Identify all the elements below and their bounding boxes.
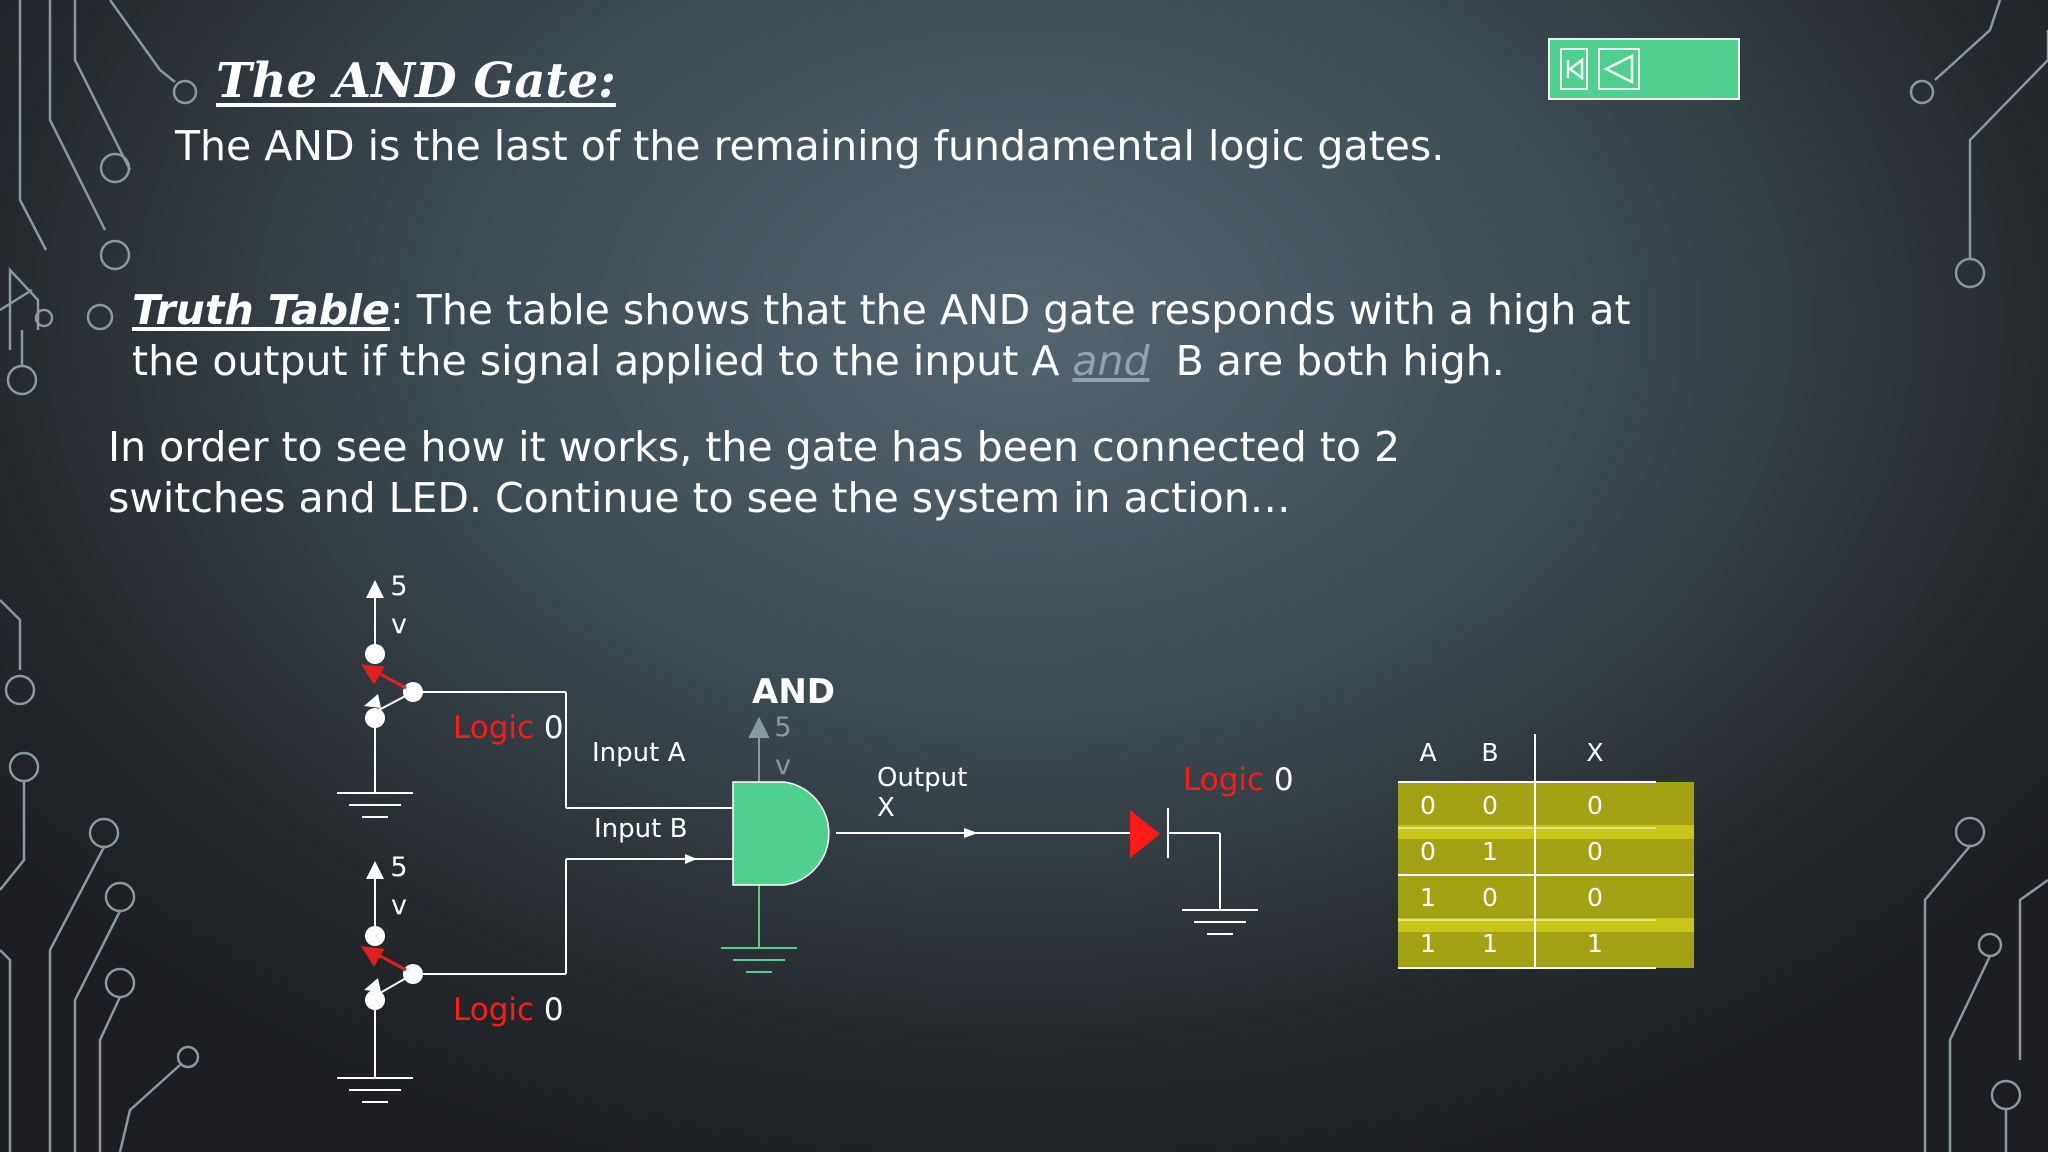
logic-a-label: Logic 0 bbox=[453, 710, 564, 746]
and-gate-label: AND bbox=[752, 672, 835, 712]
logic-a-prefix: Logic bbox=[453, 710, 544, 746]
truth-header-a: A bbox=[1419, 738, 1437, 767]
truth-table: A B X 0 0 0 0 1 0 1 0 0 1 1 1 bbox=[1398, 730, 1694, 970]
output-arrow bbox=[964, 828, 978, 838]
logic-b-value: 0 bbox=[543, 992, 564, 1028]
truth-table-paragraph-line-1: Truth Table: The table shows that the AN… bbox=[132, 285, 1631, 336]
truth-cell: 0 bbox=[1587, 883, 1603, 912]
previous-slide-icon bbox=[1603, 53, 1634, 85]
supply-b-value: 5 bbox=[390, 852, 408, 883]
logic-output-label: Logic 0 bbox=[1183, 762, 1294, 798]
truth-cell: 1 bbox=[1587, 929, 1603, 958]
truth-header-x: X bbox=[1586, 738, 1604, 767]
order-text-line-2: switches and LED. Continue to see the sy… bbox=[108, 474, 1291, 522]
order-text-line-1: In order to see how it works, the gate h… bbox=[108, 423, 1401, 471]
truth-text-line-2b: B are both high. bbox=[1175, 337, 1505, 385]
input-b-label: Input B bbox=[594, 814, 688, 844]
gate-supply-value: 5 bbox=[774, 712, 792, 743]
gate-supply-arrow-icon bbox=[748, 716, 770, 738]
led-indicator bbox=[1130, 810, 1160, 858]
truth-cell: 1 bbox=[1420, 883, 1436, 912]
slide-navigation-panel bbox=[1548, 38, 1740, 100]
truth-text-line-1: : The table shows that the AND gate resp… bbox=[389, 286, 1631, 334]
truth-table-grid bbox=[1398, 734, 1694, 969]
truth-cell: 0 bbox=[1482, 883, 1498, 912]
truth-cell: 0 bbox=[1587, 791, 1603, 820]
truth-cell: 0 bbox=[1482, 791, 1498, 820]
truth-cell: 0 bbox=[1420, 837, 1436, 866]
truth-cell: 0 bbox=[1420, 791, 1436, 820]
switch-b-top-contact bbox=[365, 926, 385, 946]
switch-a-common-contact bbox=[403, 682, 423, 702]
skip-to-first-icon bbox=[1566, 57, 1584, 81]
switch-a-top-contact bbox=[365, 644, 385, 664]
logic-b-prefix: Logic bbox=[453, 992, 544, 1028]
intro-text: The AND is the last of the remaining fun… bbox=[175, 122, 1445, 170]
previous-slide-button[interactable] bbox=[1598, 48, 1640, 90]
switch-b-lever-arrow bbox=[364, 978, 381, 992]
logic-b-label: Logic 0 bbox=[453, 992, 564, 1028]
and-gate-symbol bbox=[732, 781, 830, 886]
truth-text-line-2a: the output if the signal applied to the … bbox=[132, 337, 1073, 385]
input-a-label: Input A bbox=[592, 738, 686, 768]
supply-a-value: 5 bbox=[390, 571, 408, 602]
truth-cell: 1 bbox=[1420, 929, 1436, 958]
switch-b-bottom-contact bbox=[365, 990, 385, 1010]
first-slide-button[interactable] bbox=[1560, 48, 1588, 90]
logic-output-value: 0 bbox=[1273, 762, 1294, 798]
truth-table-paragraph-line-2: the output if the signal applied to the … bbox=[132, 336, 1505, 387]
truth-cell: 1 bbox=[1482, 837, 1498, 866]
input-b-arrow bbox=[685, 854, 697, 864]
slide-title: The AND Gate: bbox=[216, 53, 616, 109]
switch-a-bottom-contact bbox=[365, 708, 385, 728]
truth-cell: 1 bbox=[1482, 929, 1498, 958]
gate-supply-unit: v bbox=[775, 750, 791, 781]
supply-b-arrow-icon bbox=[366, 861, 384, 879]
logic-output-prefix: Logic bbox=[1183, 762, 1274, 798]
switch-b-common-contact bbox=[403, 964, 423, 984]
supply-a-unit: v bbox=[391, 609, 407, 640]
truth-cell: 0 bbox=[1587, 837, 1603, 866]
output-label-line-1: Output bbox=[877, 763, 968, 793]
truth-header-b: B bbox=[1481, 738, 1499, 767]
switch-a-lever-arrow bbox=[364, 694, 381, 708]
logic-a-value: 0 bbox=[543, 710, 564, 746]
output-label-line-2: X bbox=[877, 793, 895, 823]
supply-b-unit: v bbox=[391, 890, 407, 921]
supply-a-arrow-icon bbox=[366, 580, 384, 598]
and-keyword: and bbox=[1072, 337, 1150, 385]
truth-table-label: Truth Table bbox=[132, 286, 390, 334]
